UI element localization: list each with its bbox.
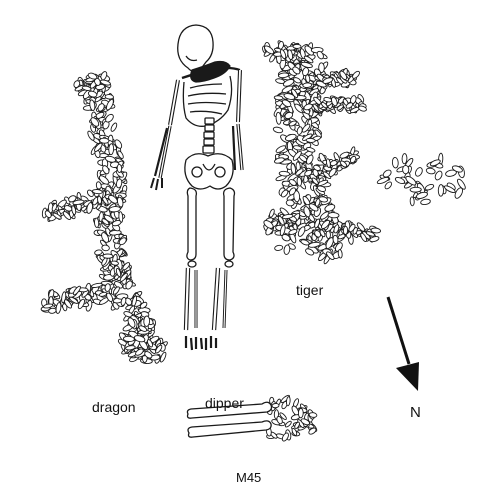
dragon-shell-mosaic <box>40 71 168 364</box>
dipper-bones <box>186 401 273 438</box>
tiger-label: tiger <box>296 282 324 298</box>
north-label: N <box>410 404 421 421</box>
dipper-label: dipper <box>205 395 244 411</box>
scattered-shells <box>376 152 466 207</box>
burial-id-label: M45 <box>236 470 262 485</box>
north-arrow-icon <box>386 296 419 391</box>
dragon-label: dragon <box>92 399 136 415</box>
tiger-shell-mosaic <box>262 40 382 265</box>
dipper-shell-triangle <box>265 394 318 442</box>
human-skeleton <box>150 24 244 351</box>
